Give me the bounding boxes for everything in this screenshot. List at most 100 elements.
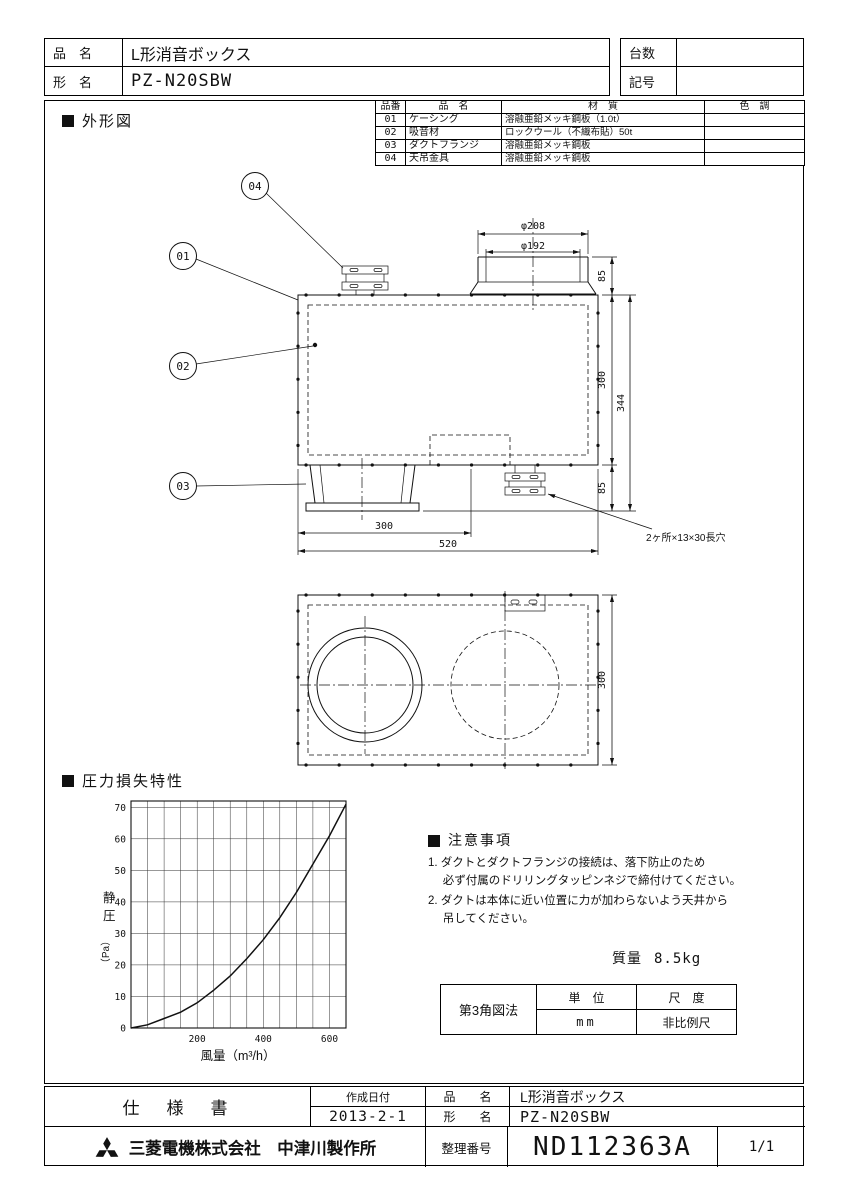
- parts-cell: 天吊金具: [405, 152, 502, 166]
- outline-section-title: 外形図: [62, 110, 133, 131]
- balloon-03: [169, 472, 197, 500]
- bottom-view-centerlines: [300, 591, 596, 769]
- chart-tick-label: 0: [120, 1024, 126, 1035]
- mass-label: 質量: [612, 950, 642, 966]
- balloon-04: [241, 172, 269, 200]
- parts-cell: [704, 152, 805, 166]
- footer-name-value: L形消音ボックス: [510, 1087, 805, 1107]
- chart-tick-label: 10: [115, 992, 127, 1003]
- screw-marks-bottom: [296, 593, 600, 767]
- bottom-view-dashed-inset: [307, 604, 589, 756]
- parts-cell: 03: [375, 139, 406, 153]
- dim-344: 344: [616, 394, 627, 412]
- balloon-02-number: 02: [176, 360, 189, 373]
- outline-title-text: 外形図: [82, 113, 134, 130]
- footer-model-label: 形 名: [426, 1107, 510, 1127]
- parts-cell: 04: [375, 152, 406, 166]
- qty-label: 台数: [621, 39, 677, 67]
- dim-85-top: 85: [597, 270, 608, 282]
- parts-cell: [704, 139, 805, 153]
- parts-cell: 02: [375, 126, 406, 140]
- chart-tick-label: 30: [115, 929, 127, 940]
- parts-cell: 吸音材: [405, 126, 502, 140]
- chart-plot-box: [130, 800, 347, 1029]
- bottom-view-drawing: 300: [296, 591, 617, 769]
- chart-section-title: 圧力損失特性: [62, 770, 184, 791]
- balloon-04-number: 04: [248, 180, 262, 193]
- y-axis-label-char2: 圧: [103, 909, 116, 923]
- bottom-view-outline: [297, 594, 599, 766]
- spec-sheet-label: 仕 様 書: [45, 1087, 311, 1127]
- company-cell: 三菱電機株式会社 中津川製作所: [45, 1127, 426, 1167]
- dim-300-width: 300: [375, 521, 393, 532]
- outlet-dashed-outline: [429, 434, 511, 465]
- insulation-dashed-outline: [307, 304, 589, 456]
- slot-leader-line: [547, 493, 653, 530]
- chart-tick-label: 400: [255, 1034, 272, 1045]
- hanging-bracket-bottom: [504, 465, 546, 496]
- symbol-label: 記号: [621, 67, 677, 95]
- chart-tick-label: 70: [115, 803, 127, 814]
- chart-title-text: 圧力損失特性: [82, 773, 185, 790]
- chart-tick-label: 60: [115, 834, 127, 845]
- parts-cell: ロックウール（不織布貼）50t: [501, 126, 705, 140]
- product-name-label: 品 名: [45, 39, 123, 67]
- hanging-bracket-top: [341, 265, 389, 295]
- parts-header-no: 品番: [375, 100, 406, 114]
- model-name-label: 形 名: [45, 67, 123, 95]
- y-axis-label-char1: 静: [103, 891, 116, 905]
- balloon-02: [169, 352, 197, 380]
- projection-row-1: 第3角図法 単 位 尺 度: [440, 984, 737, 1035]
- parts-cell: 溶融亜鉛メッキ鋼板: [501, 139, 705, 153]
- projection-method: 第3角図法: [440, 984, 537, 1035]
- balloon-03-number: 03: [176, 480, 189, 493]
- unit-label: 単 位: [536, 984, 637, 1010]
- projection-row-2: mm 非比例尺: [441, 1009, 737, 1035]
- y-axis-unit-label: （Pa）: [100, 936, 112, 968]
- page-number: 1/1: [748, 1139, 775, 1155]
- mass-value: 8.5kg: [654, 951, 702, 967]
- bracket-seen-from-below: [504, 594, 546, 612]
- company-name: 三菱電機株式会社 中津川製作所: [128, 1140, 377, 1158]
- product-name-value: L形消音ボックス: [123, 39, 609, 67]
- parts-header-row: 品番 品 名 材 質 色 調: [375, 100, 805, 114]
- parts-header-name: 品 名: [405, 100, 502, 114]
- parts-cell: ダクトフランジ: [405, 139, 502, 153]
- dim-phi208: φ208: [521, 221, 545, 232]
- notes-list: 1. ダクトとダクトフランジの接続は、落下防止のため 必ず付属のドリリングタッピ…: [428, 855, 778, 929]
- screw-marks: [296, 293, 600, 467]
- parts-cell: [704, 113, 805, 127]
- x-axis-label: 風量（m³/h）: [200, 1049, 275, 1063]
- section-bullet-icon: [62, 114, 74, 127]
- footer-name-label: 品 名: [426, 1087, 510, 1107]
- chart-tick-label: 50: [115, 866, 127, 877]
- duct-flange-bottom: [305, 458, 420, 520]
- title-table: 品 名 L形消音ボックス 形 名 PZ-N20SBW: [44, 38, 610, 96]
- notes-section: 注意事項 1. ダクトとダクトフランジの接続は、落下防止のため 必ず付属のドリリ…: [428, 830, 778, 929]
- section-bullet-icon: [62, 774, 74, 787]
- front-view-dimensions: φ208 φ192 85 300 85 344 300 520 2ヶ所×13×3…: [297, 221, 726, 555]
- registry-number-label: 整理番号: [426, 1127, 508, 1167]
- footer-model-value: PZ-N20SBW: [510, 1107, 805, 1127]
- dim-520-width: 520: [439, 539, 457, 550]
- parts-cell: ケーシング: [405, 113, 502, 127]
- notes-title: 注意事項: [448, 832, 512, 848]
- parts-cell: 溶融亜鉛メッキ鋼板（1.0t）: [501, 113, 705, 127]
- qty-symbol-table: 台数 記号: [620, 38, 804, 96]
- slot-note: 2ヶ所×13×30長穴: [646, 531, 726, 544]
- dim-300-height: 300: [597, 371, 608, 389]
- scale-label: 尺 度: [636, 984, 737, 1010]
- footer-block: 仕 様 書 作成日付 2013-2-1 品 名 L形消音ボックス 形 名 PZ-…: [44, 1086, 805, 1167]
- parts-cell: 01: [375, 113, 406, 127]
- creation-date-value: 2013-2-1: [311, 1107, 426, 1127]
- casing-outline: [297, 294, 599, 466]
- front-view-drawing: [296, 218, 600, 520]
- projection-table: 第3角図法 単 位 尺 度 mm 非比例尺: [440, 984, 737, 1035]
